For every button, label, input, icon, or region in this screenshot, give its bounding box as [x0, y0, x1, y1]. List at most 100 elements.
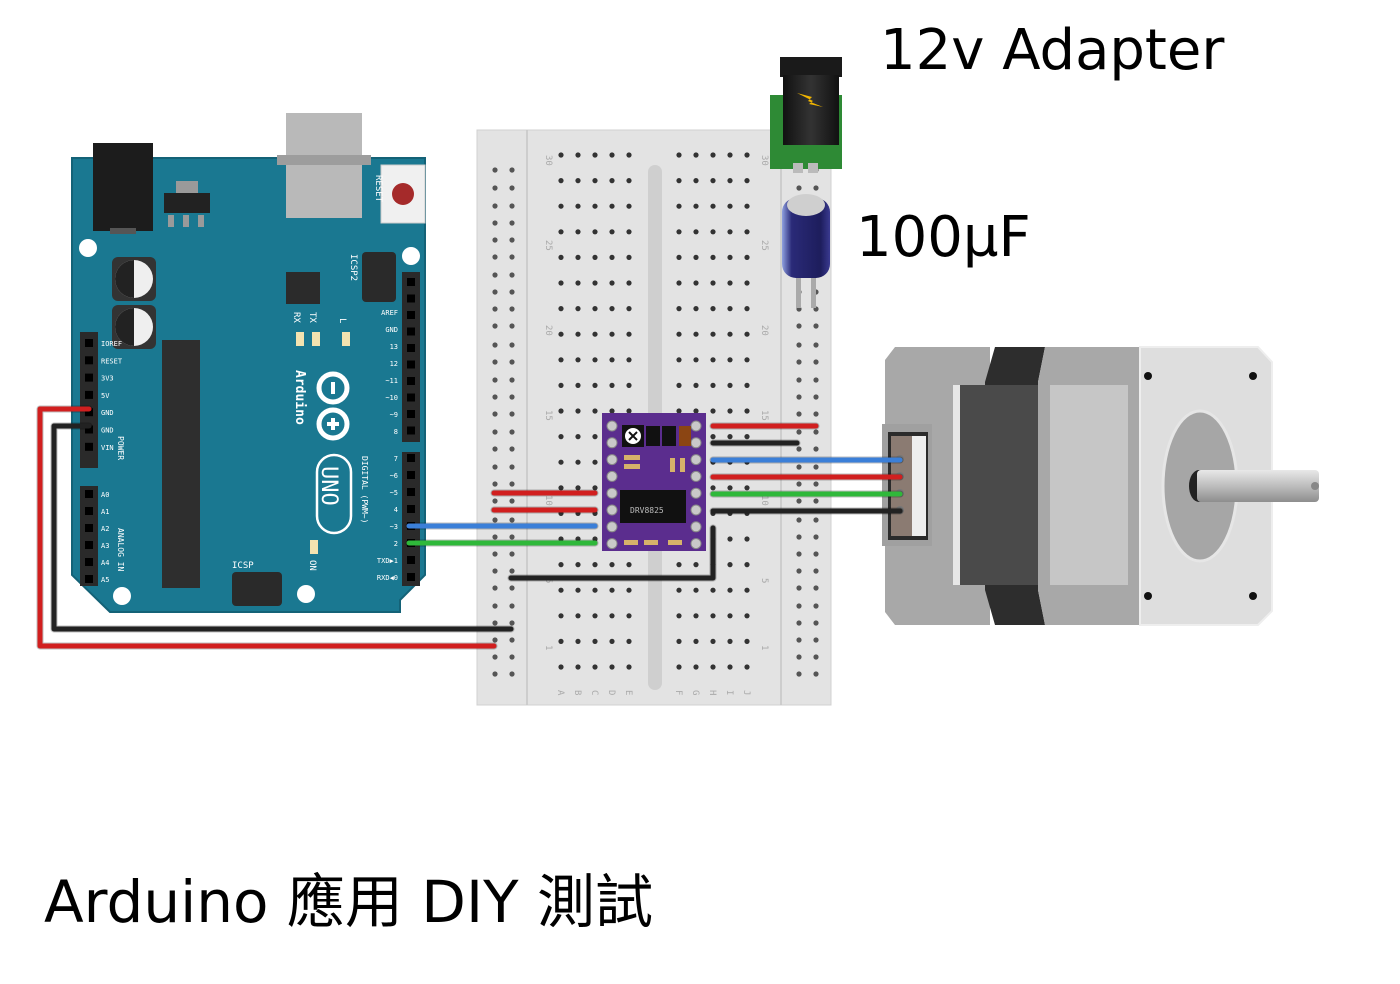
- breadboard-hole: [727, 408, 733, 414]
- column-letter: J: [741, 690, 751, 695]
- column-letter: A: [555, 690, 565, 696]
- breadboard-hole: [693, 152, 699, 158]
- breadboard-hole: [575, 178, 581, 184]
- icsp2-label: ICSP2: [348, 254, 358, 281]
- breadboard-hole: [558, 280, 564, 286]
- rail-hole: [796, 377, 802, 383]
- power-header-label: POWER: [116, 436, 125, 460]
- analog-header: [80, 486, 98, 586]
- pin-label: 2: [394, 540, 398, 548]
- breadboard-hole: [558, 178, 564, 184]
- breadboard-hole: [592, 638, 598, 645]
- breadboard-hole: [592, 178, 598, 184]
- rail-hole: [492, 429, 498, 435]
- row-number: 25: [759, 240, 769, 251]
- rail-hole: [492, 464, 498, 470]
- breadboard-hole: [676, 638, 682, 645]
- rail-hole: [813, 671, 819, 677]
- breadboard-hole: [558, 638, 564, 645]
- column-letter: B: [572, 690, 582, 695]
- rail-hole: [813, 359, 819, 365]
- led-label-rx: RX: [291, 312, 301, 323]
- breadboard-hole: [592, 536, 598, 542]
- rail-hole: [796, 464, 802, 470]
- rail-hole: [509, 203, 515, 209]
- breadboard-hole: [744, 408, 750, 414]
- rail-hole: [509, 237, 515, 243]
- rail-hole: [492, 342, 498, 348]
- rail-hole: [492, 254, 498, 260]
- breadboard-hole: [575, 203, 581, 209]
- pin-label: 3V3: [101, 375, 114, 383]
- row-number: 1: [759, 645, 769, 650]
- rail-hole: [796, 342, 802, 348]
- breadboard-hole: [558, 536, 564, 542]
- header-pin: [407, 377, 415, 385]
- rail-hole: [492, 289, 498, 295]
- breadboard-hole: [744, 587, 750, 593]
- driver-pin: [690, 487, 702, 499]
- breadboard-hole: [558, 664, 564, 670]
- rail-hole: [492, 481, 498, 487]
- header-pin: [407, 488, 415, 496]
- driver-pin: [606, 470, 618, 482]
- pin-label: ~11: [385, 377, 398, 385]
- header-pin: [407, 294, 415, 303]
- pin-label: RESET: [101, 357, 123, 365]
- breadboard-hole: [676, 229, 682, 235]
- driver-pin: [690, 454, 702, 466]
- rail-hole: [813, 464, 819, 470]
- rail-hole: [492, 272, 498, 278]
- row-number: 5: [759, 578, 769, 583]
- breadboard-hole: [744, 229, 750, 235]
- rail-hole: [796, 517, 802, 523]
- driver-pin: [690, 437, 702, 449]
- breadboard-hole: [609, 254, 615, 260]
- breadboard-hole: [609, 152, 615, 158]
- rail-hole: [796, 620, 802, 626]
- column-letter: I: [724, 690, 734, 695]
- driver-chip: [620, 490, 686, 523]
- rail-hole: [492, 306, 498, 312]
- rail-hole: [813, 481, 819, 487]
- breadboard-hole: [710, 306, 716, 312]
- driver-pin: [606, 437, 618, 449]
- reset-button[interactable]: [380, 164, 426, 224]
- rail-hole: [796, 637, 802, 643]
- pin-label: ~9: [390, 411, 398, 419]
- row-number: 25: [543, 240, 553, 251]
- pin-label: A2: [101, 525, 109, 533]
- rail-hole: [492, 620, 498, 626]
- breadboard-hole: [626, 203, 632, 209]
- breadboard-hole: [727, 664, 733, 670]
- breadboard-hole: [727, 178, 733, 184]
- rail-hole: [796, 585, 802, 591]
- header-pin: [407, 556, 415, 564]
- motor-shaft: [1197, 470, 1319, 502]
- rail-hole: [509, 306, 515, 312]
- breadboard-hole: [558, 331, 564, 337]
- rail-hole: [509, 185, 515, 191]
- breadboard-hole: [676, 408, 682, 414]
- rail-hole: [492, 517, 498, 523]
- rail-hole: [796, 359, 802, 365]
- rail-hole: [492, 359, 498, 365]
- breadboard-hole: [626, 254, 632, 260]
- rail-hole: [509, 637, 515, 643]
- header-pin: [85, 339, 93, 347]
- breadboard-hole: [676, 331, 682, 337]
- pin-label: 7: [394, 455, 398, 463]
- breadboard-hole: [592, 203, 598, 209]
- header-pin: [407, 426, 415, 435]
- header-pin: [407, 505, 415, 513]
- rail-hole: [509, 481, 515, 487]
- breadboard-hole: [626, 587, 632, 593]
- rail-hole: [509, 377, 515, 383]
- breadboard-hole: [558, 485, 564, 491]
- pin-label: A1: [101, 508, 109, 516]
- rail-hole: [509, 464, 515, 470]
- breadboard-hole: [676, 306, 682, 312]
- breadboard-hole: [727, 229, 733, 235]
- breadboard-hole: [727, 254, 733, 260]
- breadboard-hole: [609, 638, 615, 645]
